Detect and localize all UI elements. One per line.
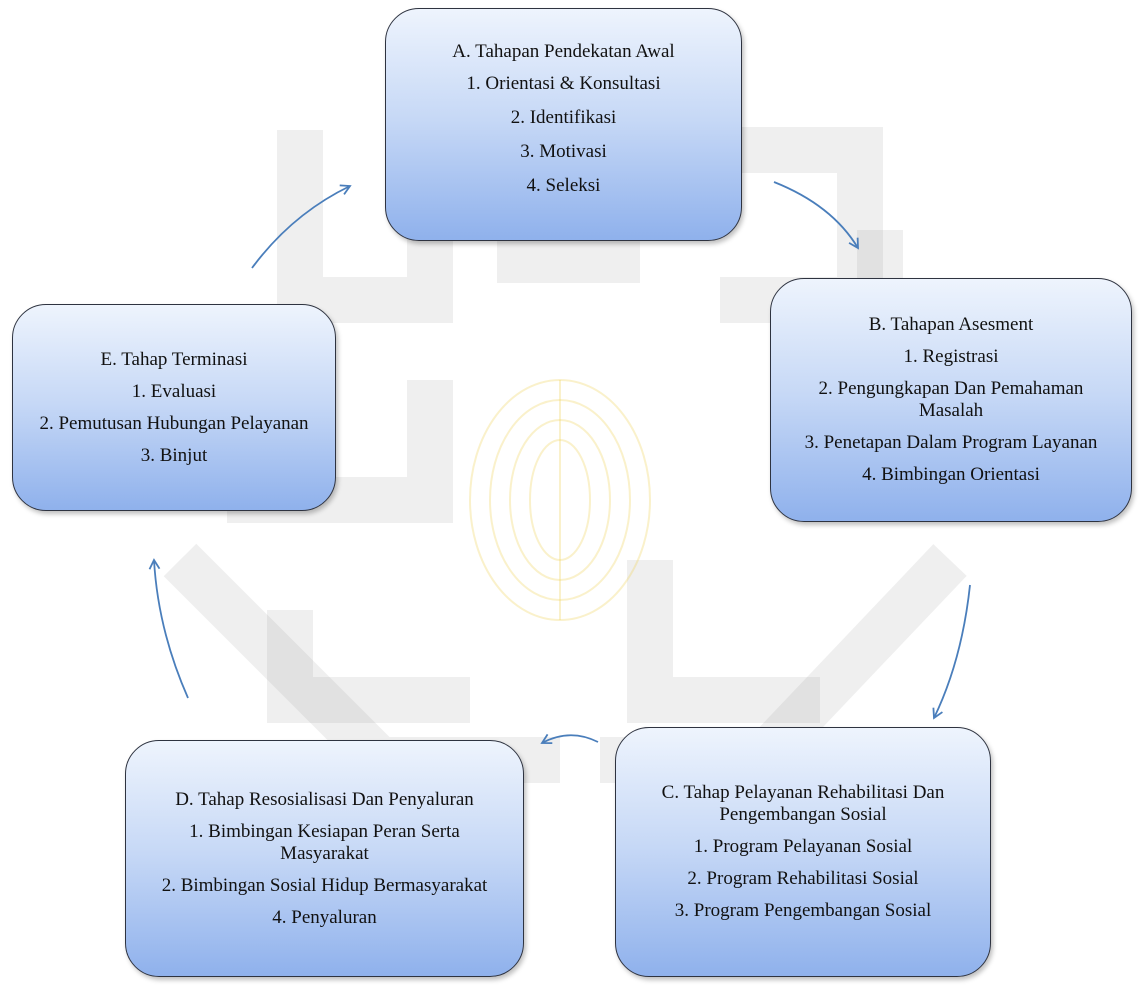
stage-c-title: C. Tahap Pelayanan Rehabilitasi Dan Peng… xyxy=(661,782,945,825)
stage-b-title: B. Tahapan Asesment xyxy=(868,314,1034,335)
stage-a-item: 1. Orientasi & Konsultasi xyxy=(466,72,661,94)
arrow-a-to-b xyxy=(773,181,859,250)
stage-c-item: 3. Program Pengembangan Sosial xyxy=(674,900,932,921)
stage-a-box: A. Tahapan Pendekatan Awal 1. Orientasi … xyxy=(385,8,742,241)
stage-e-title: E. Tahap Terminasi xyxy=(100,348,248,370)
stage-b-item: 2. Pengungkapan Dan Pemahaman Masalah xyxy=(818,378,1084,421)
stage-e-item: 1. Evaluasi xyxy=(131,380,217,402)
stage-a-item: 3. Motivasi xyxy=(520,140,607,162)
stage-a-item: 2. Identifikasi xyxy=(510,106,617,128)
stage-d-item: 4. Penyaluran xyxy=(272,906,377,928)
arrow-c-to-d xyxy=(540,733,599,745)
stage-c-item: 2. Program Rehabilitasi Sosial xyxy=(687,868,919,889)
stage-d-item: 1. Bimbingan Kesiapan Peran Serta Masyar… xyxy=(189,820,460,864)
stage-d-item: 2. Bimbingan Sosial Hidup Bermasyarakat xyxy=(161,874,488,896)
stage-b-box: B. Tahapan Asesment 1. Registrasi 2. Pen… xyxy=(770,278,1132,522)
stage-c-item: 1. Program Pelayanan Sosial xyxy=(693,836,913,857)
stage-a-item: 4. Seleksi xyxy=(526,174,601,196)
arrow-e-to-a xyxy=(251,184,352,269)
stage-e-item: 2. Pemutusan Hubungan Pelayanan xyxy=(39,412,309,434)
stage-e-item: 3. Binjut xyxy=(140,444,208,466)
stage-d-title: D. Tahap Resosialisasi Dan Penyaluran xyxy=(175,788,474,810)
stage-c-box: C. Tahap Pelayanan Rehabilitasi Dan Peng… xyxy=(615,727,991,977)
arrow-b-to-c xyxy=(932,584,971,720)
stage-d-box: D. Tahap Resosialisasi Dan Penyaluran 1.… xyxy=(125,740,524,977)
arrow-d-to-e xyxy=(148,558,189,699)
stage-e-box: E. Tahap Terminasi 1. Evaluasi 2. Pemutu… xyxy=(12,304,336,511)
stage-b-item: 4. Bimbingan Orientasi xyxy=(862,464,1040,485)
stage-b-item: 3. Penetapan Dalam Program Layanan xyxy=(804,432,1098,453)
stage-a-title: A. Tahapan Pendekatan Awal xyxy=(452,40,675,62)
stage-b-item: 1. Registrasi xyxy=(903,346,999,367)
